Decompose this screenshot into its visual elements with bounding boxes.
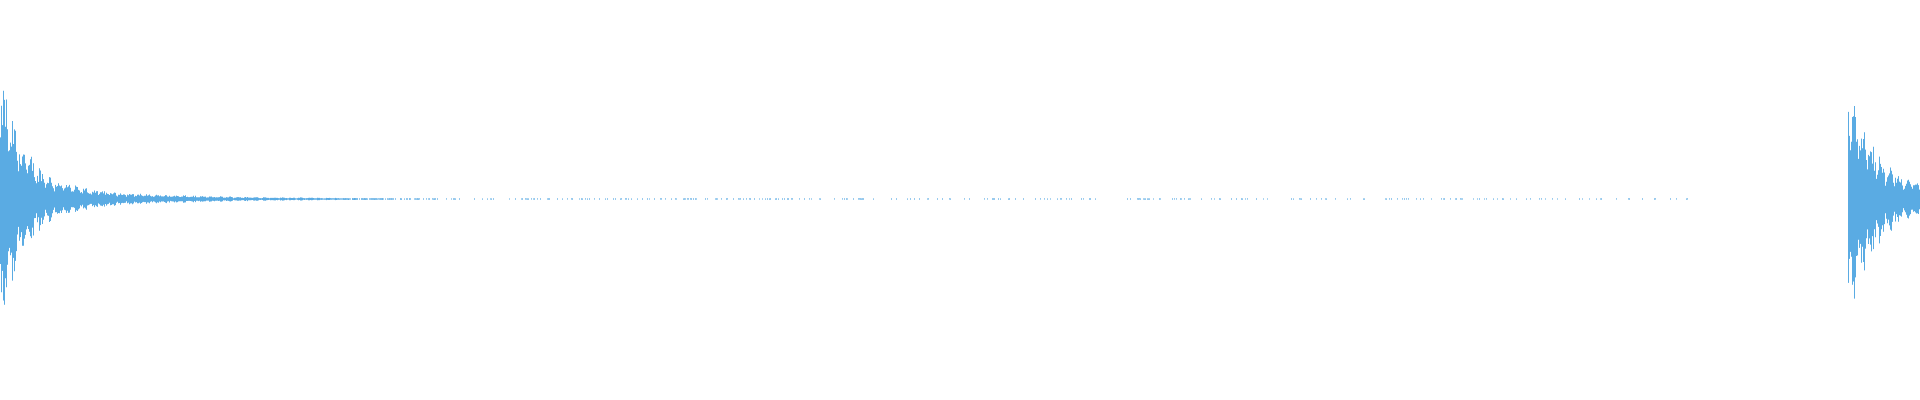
waveform-samples xyxy=(0,90,1920,305)
waveform-bars xyxy=(0,90,1920,305)
